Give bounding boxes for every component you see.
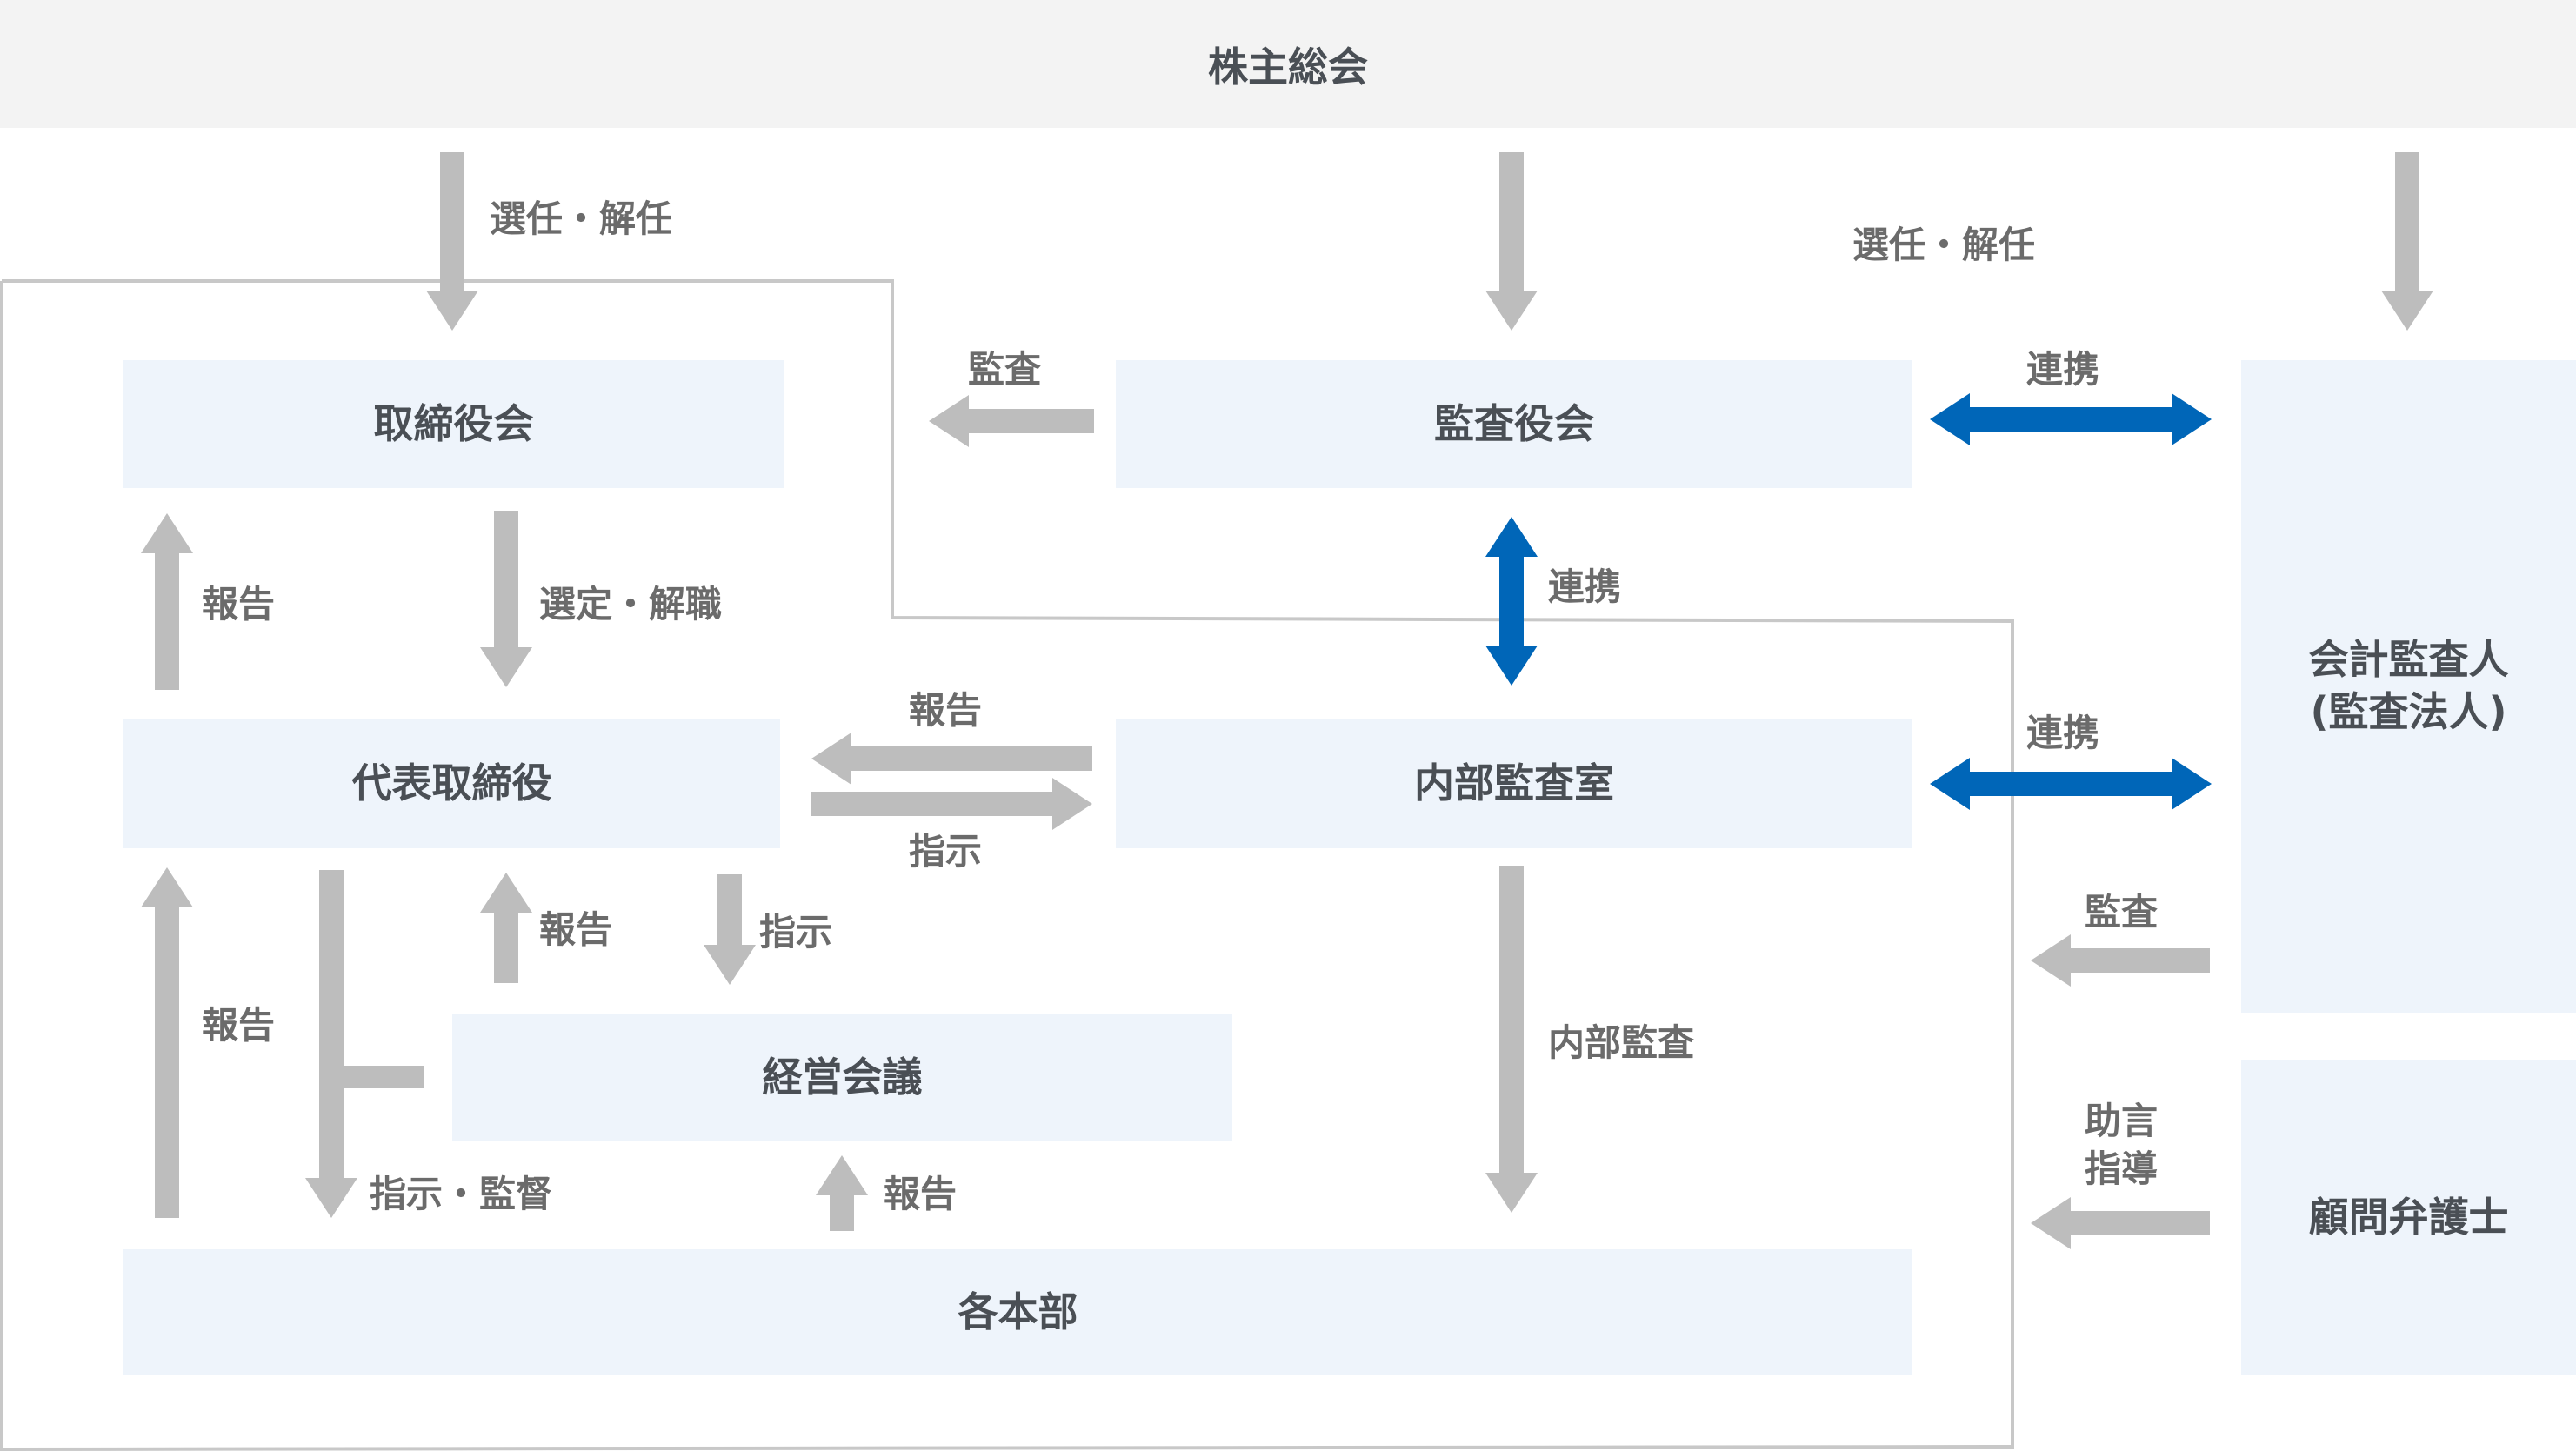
accounting-auditor-label: 会計監査人 (監査法人) [2308,636,2509,735]
report-divisions-to-meeting-label: 報告 [884,1173,958,1215]
elect-arrow-audit-board [1485,152,1538,331]
legal-counsel-box: 顧問弁護士 [2241,1060,2576,1375]
president-label: 代表取締役 [351,759,552,806]
advice-arrow-legal [2031,1197,2210,1249]
supervise-branch-connector [331,1066,424,1088]
report-internal-to-president-label: 報告 [909,689,983,732]
instruct-arrow-president-to-meeting [704,874,756,985]
coop-arrow-audit-accounting [1930,393,2212,445]
elect-dismiss-label-right: 選任・解任 [1852,224,2036,266]
instruct-arrow-president-to-internal [811,778,1092,830]
internal-audit-arrow [1485,866,1538,1213]
report-divisions-to-president-label: 報告 [202,1004,276,1047]
elect-arrow-board [426,152,478,331]
internal-audit-box: 内部監査室 [1116,719,1912,848]
report-arrow-meeting-to-president [480,873,532,983]
coop-internal-accounting-label: 連携 [2026,712,2100,754]
instruct-president-to-meeting-label: 指示 [759,911,833,954]
shareholders-meeting-header: 株主総会 [0,0,2576,128]
management-meeting-box: 経営会議 [452,1014,1232,1141]
board-scope-frame [0,279,2014,1452]
internal-audit-arrow-label: 内部監査 [1548,1021,1695,1064]
report-arrow-divisions-to-meeting [816,1155,868,1231]
select-dismiss-label: 選定・解職 [539,583,723,626]
legal-counsel-label: 顧問弁護士 [2308,1193,2509,1241]
board-of-directors-box: 取締役会 [123,360,784,488]
audit-board-box: 監査役会 [1116,360,1912,488]
report-arrow-divisions-to-president [141,867,193,1218]
coop-arrow-internal-accounting [1930,758,2212,810]
report-president-to-board-label: 報告 [202,583,276,626]
elect-dismiss-label-left: 選任・解任 [490,197,673,240]
accounting-audit-label: 監査 [2085,891,2159,933]
divisions-label: 各本部 [958,1288,1078,1335]
audit-board-label: 監査役会 [1434,399,1594,447]
advice-guidance-label: 助言 指導 [2085,1100,2159,1190]
select-arrow-board-to-president [480,511,532,687]
audit-arrow-accounting [2031,934,2210,987]
instruct-supervise-label: 指示・監督 [370,1173,553,1215]
report-meeting-to-president-label: 報告 [539,908,613,951]
coop-audit-internal-label: 連携 [1548,565,1622,608]
board-of-directors-label: 取締役会 [373,399,534,447]
divisions-box: 各本部 [123,1249,1912,1375]
report-arrow-president-to-board [141,513,193,690]
accounting-auditor-box: 会計監査人 (監査法人) [2241,360,2576,1013]
management-meeting-label: 経営会議 [762,1053,923,1101]
audit-to-board-label: 監査 [968,348,1042,391]
coop-audit-accounting-label: 連携 [2026,348,2100,391]
coop-arrow-audit-internal [1485,517,1538,686]
president-box: 代表取締役 [123,719,780,848]
instruct-president-to-internal-label: 指示 [909,830,983,873]
instruct-supervise-arrow [305,870,357,1218]
elect-arrow-accounting [2381,152,2433,331]
report-arrow-internal-to-president [811,733,1092,785]
internal-audit-label: 内部監査室 [1414,759,1614,806]
audit-arrow-to-board [929,395,1094,447]
shareholders-meeting-label: 株主総会 [1208,43,1368,90]
